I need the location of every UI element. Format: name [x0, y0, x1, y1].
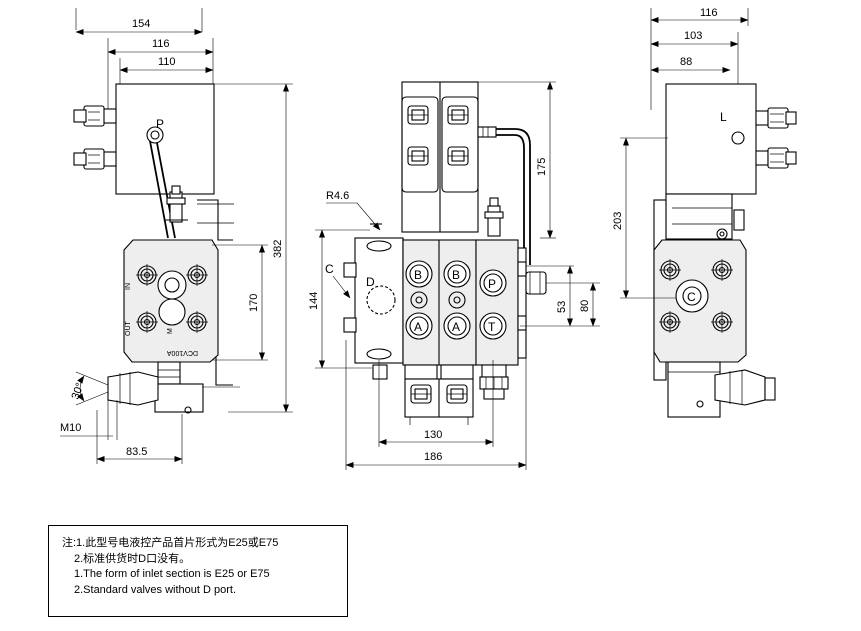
dim-80: 80: [579, 300, 591, 312]
dim-175: 175: [536, 158, 548, 176]
dim-116: 116: [152, 38, 170, 50]
dim-144: 144: [308, 292, 320, 310]
port-p-label: P: [156, 117, 164, 131]
dim-154: 154: [132, 18, 150, 30]
right-view: 116 103 88 L C: [612, 7, 797, 418]
note-cn-2: 2.标准供货时D口没有。: [74, 552, 191, 565]
dim-116-right: 116: [700, 7, 718, 19]
port-t: T: [488, 320, 496, 334]
note-en-2: 2.Standard valves without D port.: [74, 583, 237, 596]
port-b2: B: [452, 268, 460, 282]
dim-203: 203: [612, 212, 624, 230]
dim-382: 382: [272, 240, 284, 258]
model-label: DCV100A: [167, 349, 198, 356]
dim-170: 170: [248, 294, 260, 312]
note-en-1: 1.The form of inlet section is E25 or E7…: [74, 568, 270, 580]
dim-53: 53: [556, 301, 568, 313]
dim-103: 103: [684, 30, 702, 42]
out-label: OUT: [125, 321, 132, 337]
thread-m10: M10: [60, 422, 81, 434]
radius-r46: R4.6: [326, 190, 349, 202]
port-a1: A: [414, 320, 422, 334]
m-label: M: [167, 328, 174, 334]
port-p: P: [488, 277, 496, 291]
dim-83-5: 83.5: [126, 446, 147, 458]
c-port-right-label: C: [687, 290, 696, 304]
note-cn-1: 注:1.此型号电液控产品首片形式为E25或E75: [62, 537, 279, 549]
left-view: 154 116 110 P: [60, 8, 293, 464]
angle-30: 30°: [70, 381, 87, 401]
c-port-label: C: [325, 262, 334, 276]
dim-130: 130: [424, 429, 442, 441]
port-a2: A: [452, 320, 460, 334]
dim-110: 110: [158, 56, 176, 68]
middle-view: 175 R4.6 D: [308, 81, 600, 470]
dim-88: 88: [680, 56, 692, 68]
in-label: IN: [125, 283, 132, 290]
l-port-label: L: [720, 110, 727, 124]
port-b1: B: [414, 268, 422, 282]
dim-186: 186: [424, 451, 442, 463]
d-port-label: D: [366, 275, 375, 289]
notes-box: 注:1.此型号电液控产品首片形式为E25或E75 2.标准供货时D口没有。 1.…: [48, 525, 348, 617]
